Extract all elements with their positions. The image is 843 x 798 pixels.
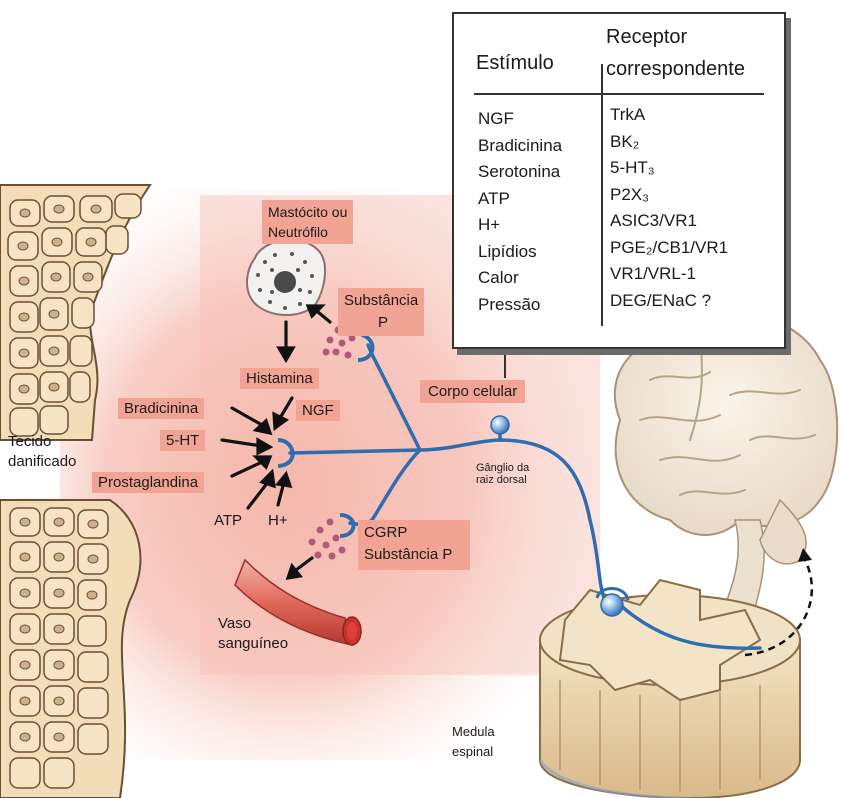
spinal-cord-label-line1: Medula (452, 722, 495, 742)
stimulus-item: NGF (478, 106, 562, 133)
stimulus-item: Lipídios (478, 239, 562, 266)
cgrp-label: CGRP Substância P (358, 520, 470, 570)
substance-p-label: Substância P (338, 288, 424, 336)
proton-label: H+ (268, 512, 288, 529)
prostaglandin-label: Prostaglandina (92, 472, 204, 493)
mast-cell (247, 240, 325, 315)
receptor-item: VR1/VRL-1 (610, 261, 728, 288)
spinal-cord-illustration (540, 580, 800, 798)
blood-vessel-label-line2: sanguíneo (218, 634, 288, 654)
serotonin-label: 5-HT (160, 430, 205, 451)
dorsal-root-ganglion-label: Gânglio da raiz dorsal (476, 462, 529, 486)
cell-body-label: Corpo celular (420, 380, 525, 403)
histamine-label: Histamina (240, 368, 319, 389)
blood-vessel-label: Vaso sanguíneo (218, 614, 288, 654)
stimulus-item: Calor (478, 265, 562, 292)
receptor-item: 5-HT₃ (610, 155, 728, 182)
ganglion-label-line2: raiz dorsal (476, 474, 529, 486)
mast-cell-label: Mastócito ou Neutrófilo (262, 200, 353, 244)
receptor-item: P2X₃ (610, 182, 728, 209)
table-column-divider (601, 64, 603, 326)
mast-cell-label-line2: Neutrófilo (268, 222, 347, 242)
table-header-receptor: Receptor (606, 26, 687, 49)
spinal-cord-label-line2: espinal (452, 742, 495, 762)
table-header-rule (474, 93, 764, 95)
epithelium-lower (0, 500, 140, 798)
table-header-stimulus: Estímulo (476, 52, 554, 75)
damaged-tissue-label-line1: Tecido (8, 432, 76, 452)
table-header-receptor-2: correspondente (606, 58, 745, 81)
damaged-tissue-label-line2: danificado (8, 452, 76, 472)
brain-illustration (615, 316, 837, 625)
stimulus-item: Bradicinina (478, 133, 562, 160)
bradykinin-label: Bradicinina (118, 398, 204, 419)
cgrp-label-line1: CGRP (364, 522, 452, 544)
stimulus-item: Serotonina (478, 159, 562, 186)
atp-label: ATP (214, 512, 242, 529)
stimulus-list: NGF Bradicinina Serotonina ATP H+ Lipídi… (478, 106, 562, 318)
stimulus-item: ATP (478, 186, 562, 213)
receptor-item: ASIC3/VR1 (610, 208, 728, 235)
cgrp-label-line2: Substância P (364, 544, 452, 566)
spinal-synapse-cell (601, 594, 623, 616)
spinal-cord-label: Medula espinal (452, 722, 495, 762)
receptor-item: TrkA (610, 102, 728, 129)
mast-cell-label-line1: Mastócito ou (268, 202, 347, 222)
ngf-label: NGF (296, 400, 340, 421)
receptor-table: Estímulo Receptor correspondente NGF Bra… (452, 12, 786, 349)
substance-p-label-line1: Substância (344, 290, 418, 312)
damaged-tissue-label: Tecido danificado (8, 432, 76, 472)
receptor-item: DEG/ENaC ? (610, 288, 728, 315)
stimulus-item: Pressão (478, 292, 562, 319)
substance-p-label-line2: P (344, 312, 418, 334)
ganglion-label-line1: Gânglio da (476, 462, 529, 474)
receptor-item: BK₂ (610, 129, 728, 156)
receptor-item: PGE₂/CB1/VR1 (610, 235, 728, 262)
receptor-list: TrkA BK₂ 5-HT₃ P2X₃ ASIC3/VR1 PGE₂/CB1/V… (610, 102, 728, 314)
dorsal-root-ganglion-cell (491, 416, 509, 434)
blood-vessel-label-line1: Vaso (218, 614, 288, 634)
stimulus-item: H+ (478, 212, 562, 239)
